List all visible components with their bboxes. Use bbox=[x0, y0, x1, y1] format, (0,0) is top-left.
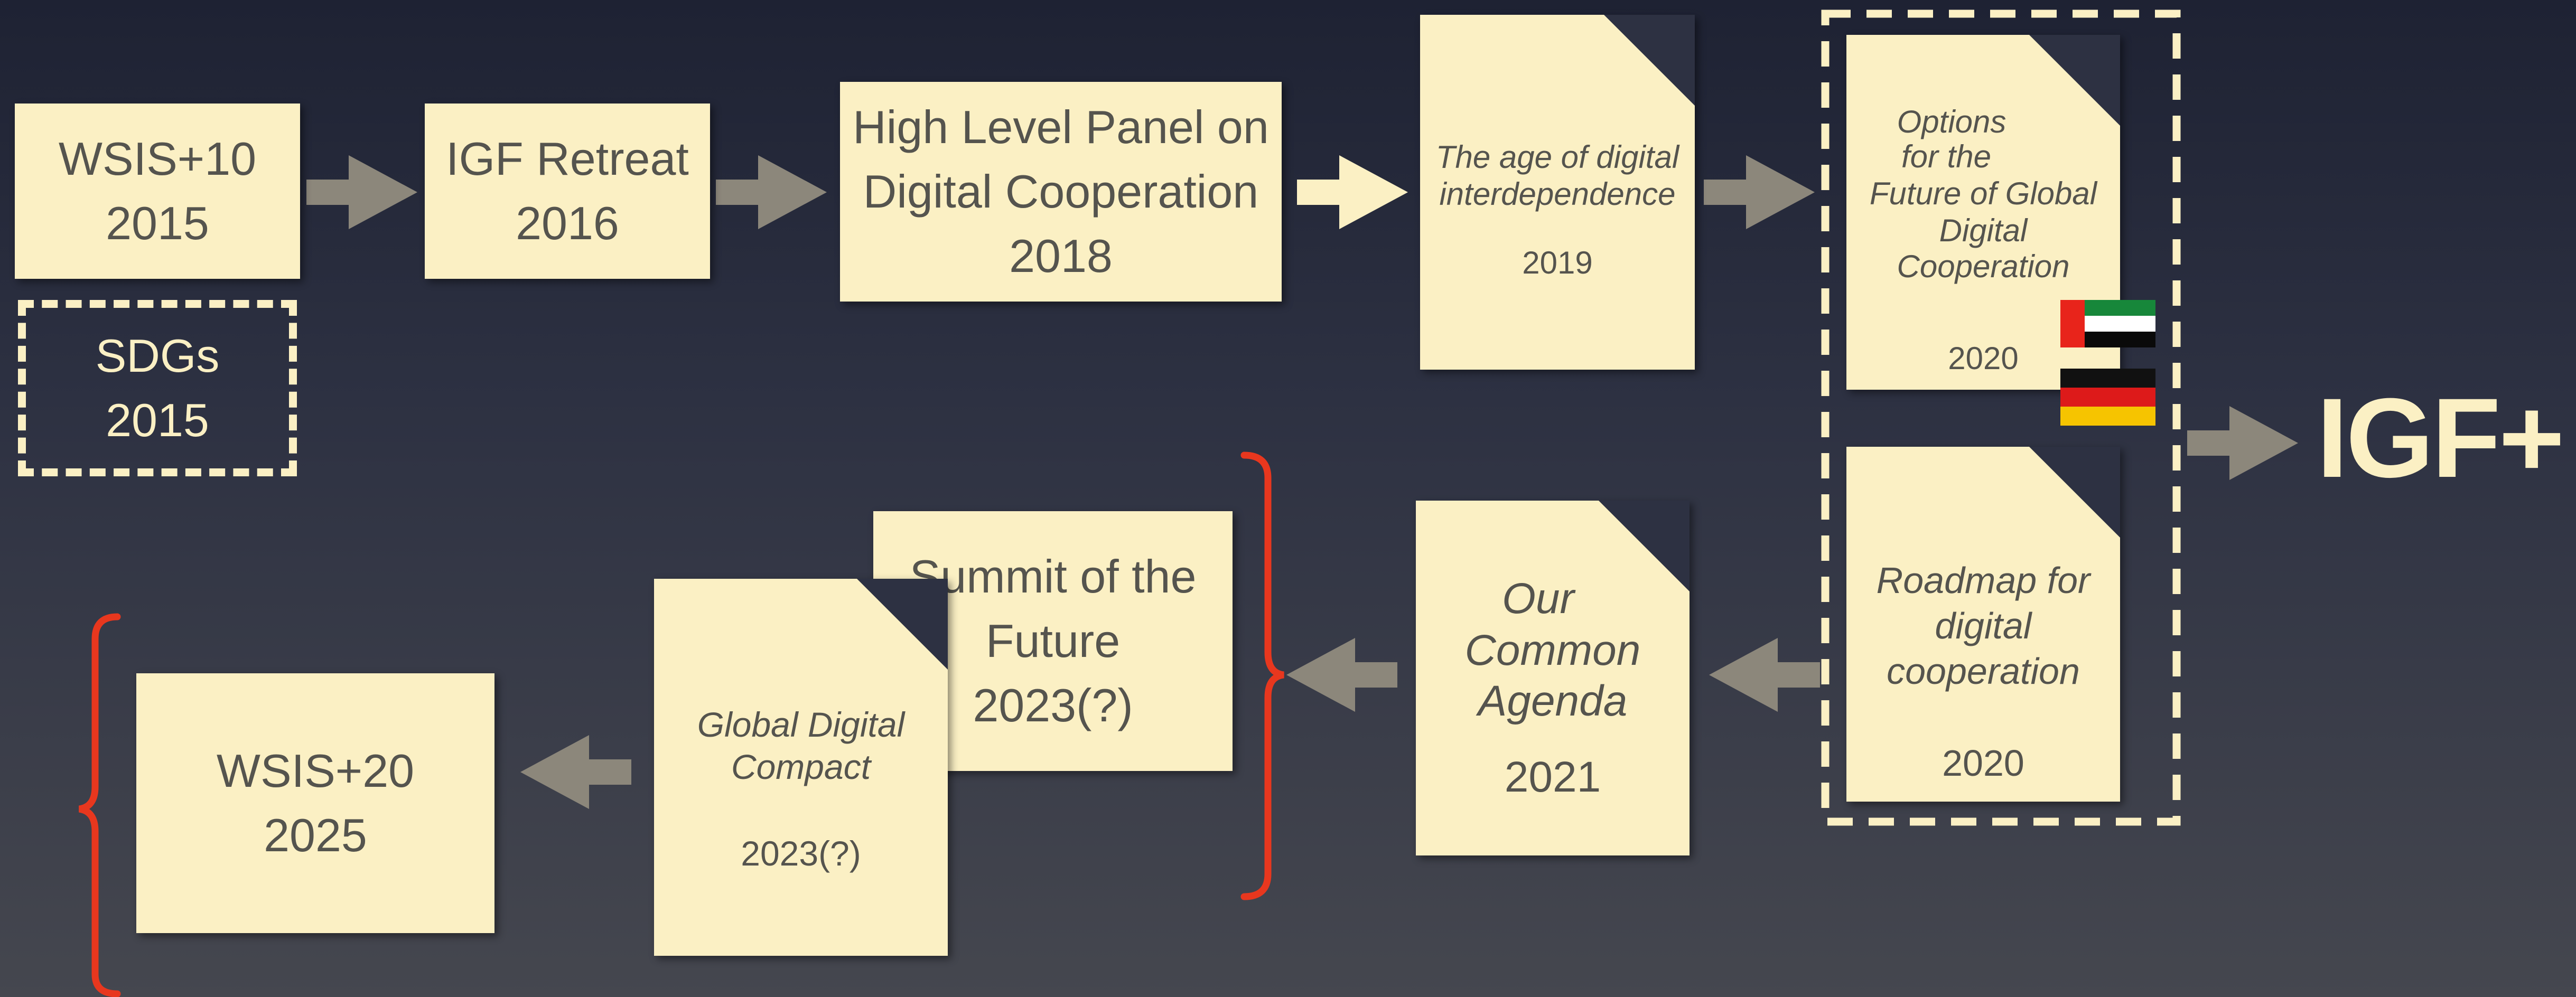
wsis20-title: WSIS+20 bbox=[216, 745, 415, 797]
igf-retreat-box: IGF Retreat 2016 bbox=[425, 104, 710, 279]
high-level-panel-box: High Level Panel on Digital Cooperation … bbox=[840, 82, 1282, 302]
wsis10-title: WSIS+10 bbox=[58, 133, 257, 185]
agenda-line3: Agenda bbox=[1478, 677, 1628, 725]
arrow-compact-to-wsis20 bbox=[520, 735, 631, 809]
roadmap-year: 2020 bbox=[1942, 742, 2024, 784]
sdgs-title: SDGs bbox=[95, 330, 220, 382]
arrow-wsis10-to-igf-retreat bbox=[306, 155, 417, 229]
agenda-line2: Common bbox=[1464, 626, 1641, 674]
right-curly-brace bbox=[1240, 452, 1285, 900]
page-fold-icon bbox=[857, 579, 948, 670]
global-digital-compact-doc: Global Digital Compact 2023(?) bbox=[654, 579, 948, 956]
options-line1: Options bbox=[1897, 104, 2006, 139]
arrow-igf-retreat-to-panel bbox=[716, 155, 827, 229]
high-level-panel-year: 2018 bbox=[1009, 230, 1113, 282]
high-level-panel-line2: Digital Cooperation bbox=[863, 165, 1259, 218]
summit-line2: Future bbox=[985, 615, 1121, 667]
roadmap-line3: cooperation bbox=[1887, 651, 2080, 692]
page-fold-icon bbox=[1599, 501, 1690, 591]
options-year: 2020 bbox=[1948, 341, 2019, 376]
arrow-panel-to-age bbox=[1297, 155, 1408, 229]
arrow-agenda-to-summit bbox=[1286, 638, 1397, 712]
wsis10-box: WSIS+10 2015 bbox=[15, 104, 300, 279]
our-common-agenda-doc: Our Common Agenda 2021 bbox=[1416, 501, 1690, 855]
compact-year: 2023(?) bbox=[741, 834, 861, 873]
arrow-roadmap-to-agenda bbox=[1709, 638, 1820, 712]
compact-line1: Global Digital bbox=[697, 705, 905, 744]
page-fold-icon bbox=[1604, 15, 1695, 106]
agenda-line1: Our bbox=[1502, 575, 1574, 623]
age-title-line1: The age of digital bbox=[1435, 139, 1679, 175]
igf-retreat-year: 2016 bbox=[516, 197, 619, 249]
compact-line2: Compact bbox=[731, 747, 871, 786]
arrow-to-igf-plus bbox=[2187, 406, 2298, 480]
roadmap-line2: digital bbox=[1935, 605, 2032, 646]
sdgs-year: 2015 bbox=[106, 394, 209, 446]
sdgs-box: SDGs 2015 bbox=[18, 300, 297, 476]
wsis20-box: WSIS+20 2025 bbox=[136, 673, 494, 933]
options-line5: Cooperation bbox=[1897, 249, 2070, 284]
arrow-age-to-options bbox=[1704, 155, 1815, 229]
age-of-digital-interdependence-doc: The age of digital interdependence 2019 bbox=[1420, 15, 1695, 370]
left-curly-brace bbox=[78, 613, 121, 997]
roadmap-line1: Roadmap for bbox=[1876, 560, 2090, 601]
germany-flag-icon bbox=[2060, 369, 2155, 426]
group-2020-dashed-border bbox=[1821, 10, 2181, 826]
summit-line1: Summit of the bbox=[909, 550, 1197, 603]
age-title-line2: interdependence bbox=[1439, 176, 1676, 212]
options-line4: Digital bbox=[1939, 213, 2028, 248]
uae-flag-icon bbox=[2060, 300, 2155, 347]
page-fold-icon bbox=[2029, 35, 2120, 126]
high-level-panel-line1: High Level Panel on bbox=[853, 101, 1269, 153]
summit-year: 2023(?) bbox=[973, 679, 1133, 731]
age-year: 2019 bbox=[1522, 245, 1593, 280]
options-line3: Future of Global bbox=[1869, 176, 2097, 211]
agenda-year: 2021 bbox=[1504, 753, 1601, 801]
wsis20-year: 2025 bbox=[264, 809, 367, 861]
igf-retreat-title: IGF Retreat bbox=[446, 133, 689, 185]
igf-plus-label: IGF+ bbox=[2317, 375, 2565, 501]
page-fold-icon bbox=[2029, 447, 2120, 538]
roadmap-doc: Roadmap for digital cooperation 2020 bbox=[1846, 447, 2120, 802]
wsis10-year: 2015 bbox=[106, 197, 209, 249]
options-line2: for the bbox=[1901, 139, 1992, 174]
